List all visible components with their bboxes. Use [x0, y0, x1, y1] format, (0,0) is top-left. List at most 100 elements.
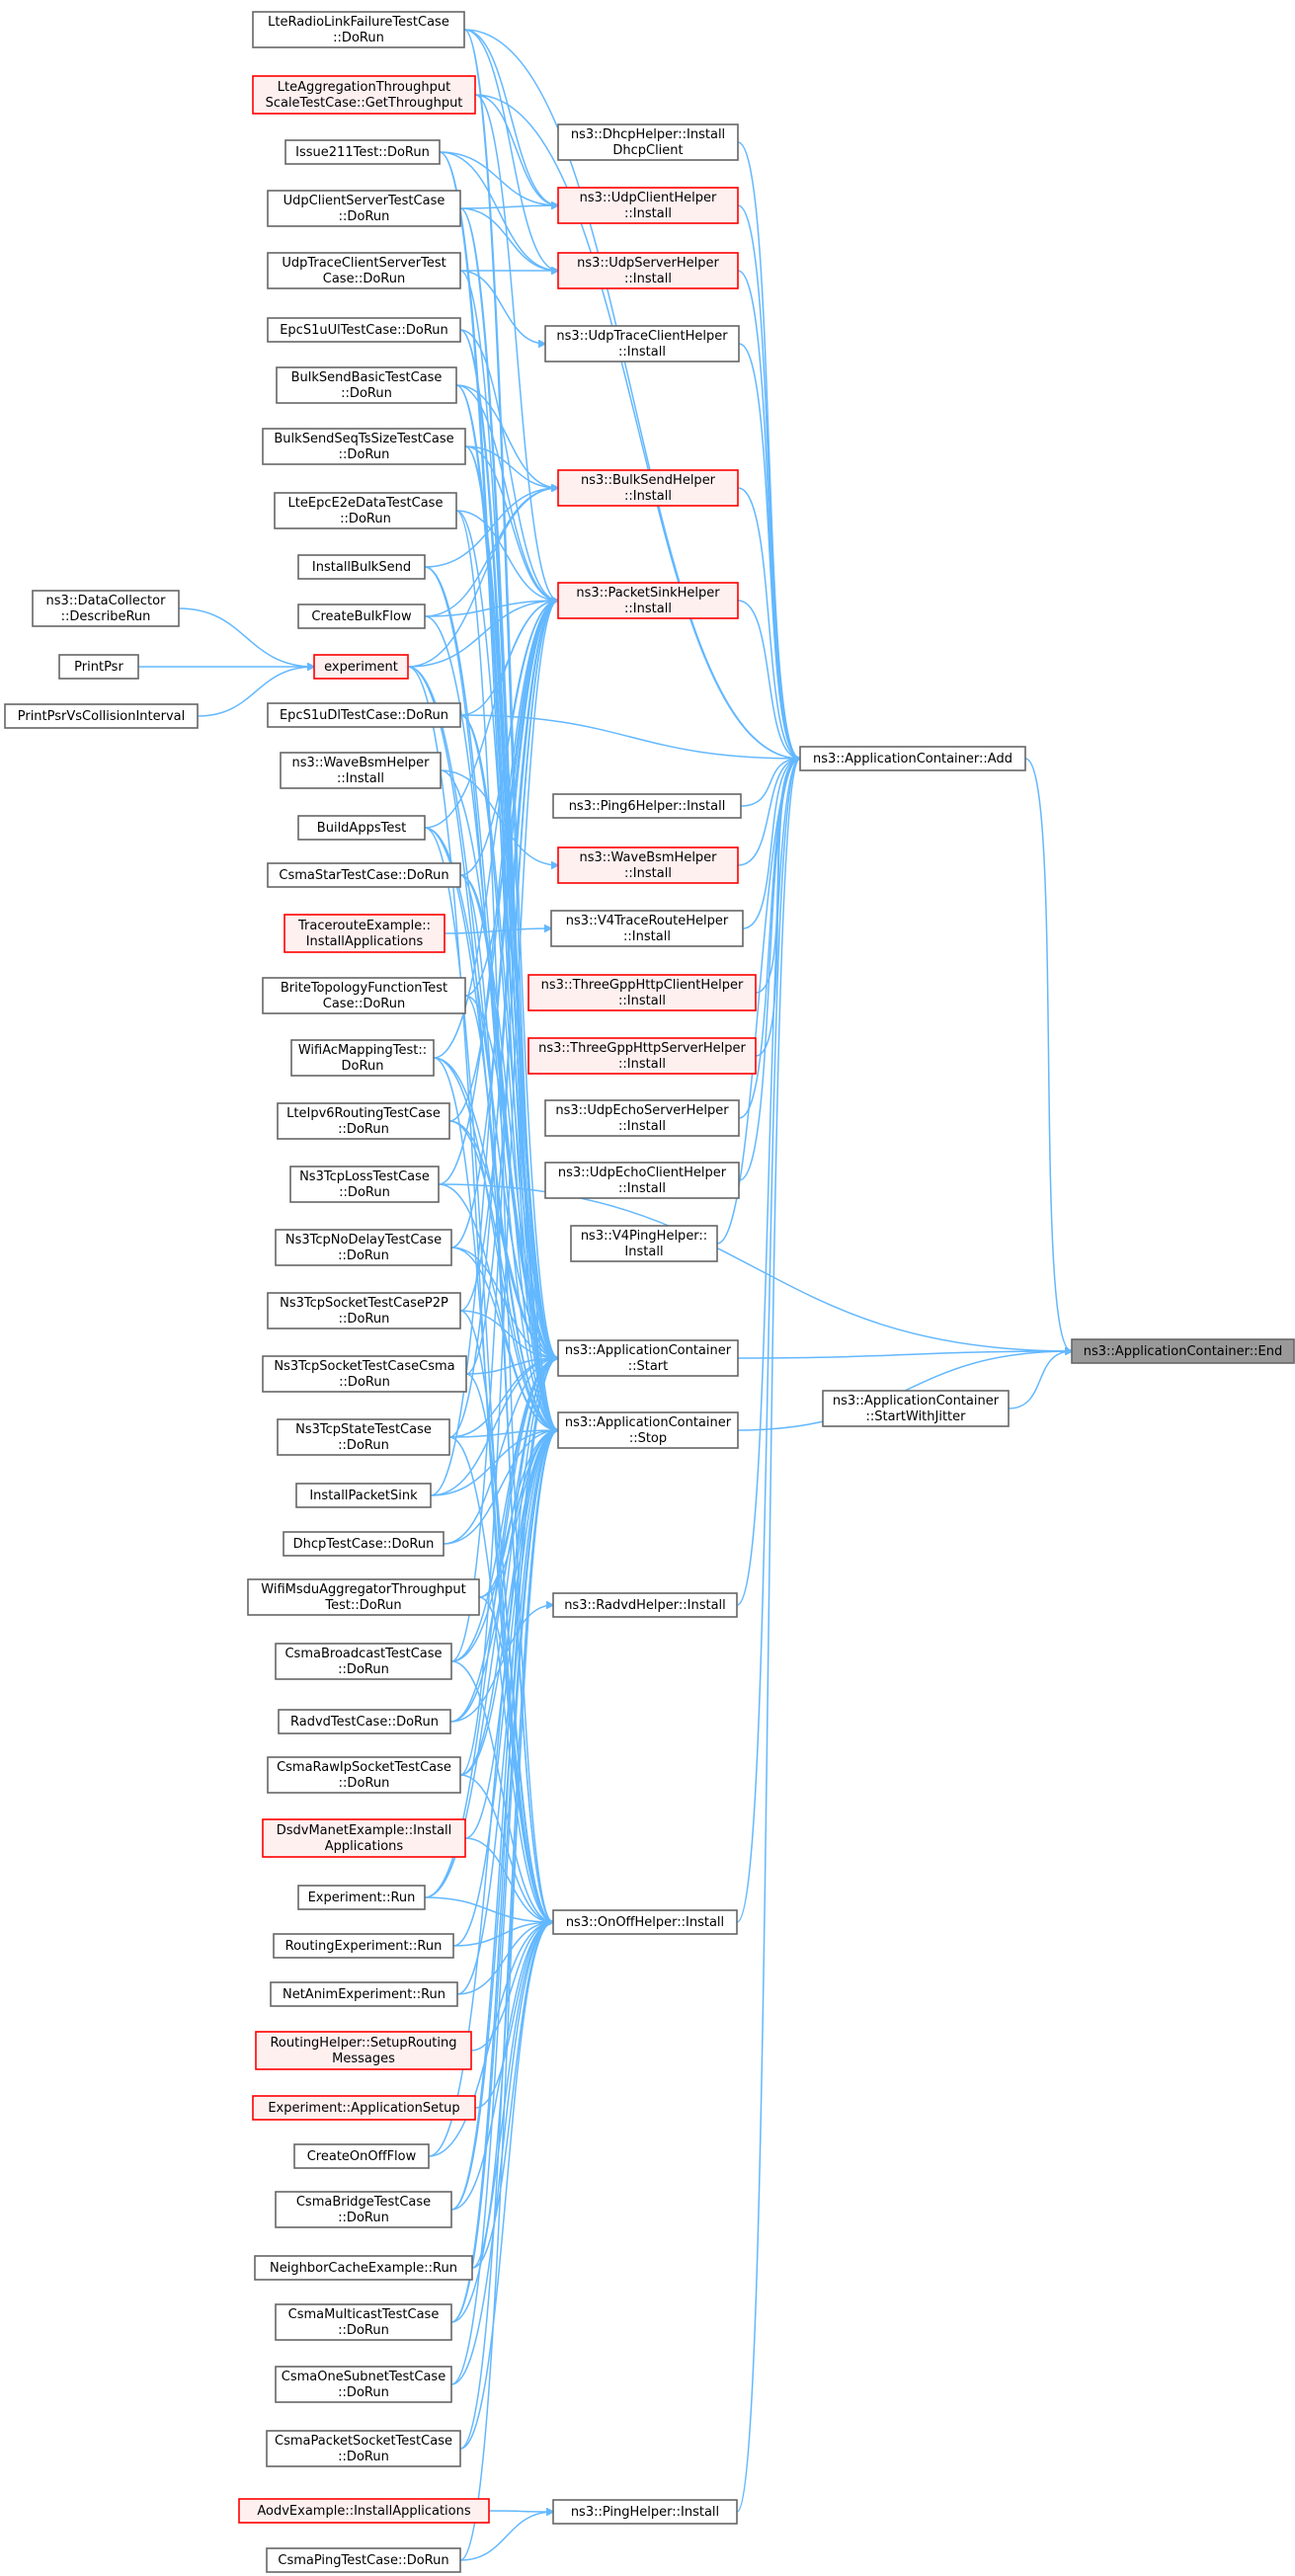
node-pinghelper[interactable]: ns3::PingHelper::Install — [552, 2499, 738, 2525]
node-ns3tcpsocketp2p[interactable]: Ns3TcpSocketTestCaseP2P::DoRun — [267, 1292, 461, 1329]
node-ns3tcploss[interactable]: Ns3TcpLossTestCase::DoRun — [289, 1166, 440, 1203]
edge-lteepce2e-to-packetsinkhelper — [455, 510, 558, 601]
node-threegppclient[interactable]: ns3::ThreeGppHttpClientHelper::Install — [527, 974, 757, 1011]
edge-experiment-to-packetsinkhelper — [407, 601, 558, 668]
node-radvdhelper[interactable]: ns3::RadvdHelper::Install — [552, 1592, 738, 1618]
node-bulksendseq[interactable]: BulkSendSeqTsSizeTestCase::DoRun — [262, 428, 466, 465]
node-lteaggregation[interactable]: LteAggregationThroughputScaleTestCase::G… — [252, 75, 476, 115]
node-box — [544, 1162, 740, 1199]
node-wavebsmleft[interactable]: ns3::WaveBsmHelper::Install — [280, 752, 442, 789]
node-label: WifiMsduAggregatorThroughput — [261, 1582, 465, 1597]
node-label: ns3::DhcpHelper::Install — [571, 127, 725, 142]
edge-lteepce2e-to-start — [455, 510, 558, 1358]
node-csmapingtest[interactable]: CsmaPingTestCase::DoRun — [266, 2547, 461, 2573]
node-wavebsmhelperns3[interactable]: ns3::WaveBsmHelper::Install — [557, 846, 739, 884]
node-buildappstest[interactable]: BuildAppsTest — [297, 815, 426, 841]
node-installbulksend[interactable]: InstallBulkSend — [297, 554, 426, 580]
node-box — [297, 1885, 426, 1910]
node-label: LteIpv6RoutingTestCase — [286, 1106, 441, 1121]
node-wifiacmapping[interactable]: WifiAcMappingTest::DoRun — [290, 1039, 435, 1077]
node-expappsetup[interactable]: Experiment::ApplicationSetup — [252, 2095, 476, 2121]
node-neighborcache[interactable]: NeighborCacheExample::Run — [254, 2255, 473, 2281]
edge-lteaggregation-to-packetsinkhelper — [474, 94, 558, 601]
node-dsdvmanet[interactable]: DsdvManetExample::InstallApplications — [262, 1818, 466, 1858]
node-experiment[interactable]: experiment — [313, 654, 409, 680]
node-v4traceroute[interactable]: ns3::V4TraceRouteHelper::Install — [550, 910, 744, 947]
node-csmabroadcast[interactable]: CsmaBroadcastTestCase::DoRun — [275, 1643, 452, 1680]
node-startjitter[interactable]: ns3::ApplicationContainer::StartWithJitt… — [822, 1390, 1010, 1427]
edge-britetopology-to-onoffhelper — [464, 995, 553, 1922]
node-packetsinkhelper[interactable]: ns3::PacketSinkHelper::Install — [557, 582, 739, 619]
node-radvdtest[interactable]: RadvdTestCase::DoRun — [278, 1709, 451, 1734]
node-end[interactable]: ns3::ApplicationContainer::End — [1071, 1338, 1295, 1364]
edge-udpclientserver-to-udpserverhelper — [459, 207, 558, 271]
node-csmamulticast[interactable]: CsmaMulticastTestCase::DoRun — [275, 2303, 452, 2341]
node-epcs1udl[interactable]: EpcS1uDlTestCase::DoRun — [267, 702, 461, 728]
node-label: BriteTopologyFunctionTest — [281, 981, 447, 996]
edge-csmastar-to-stop — [459, 874, 558, 1430]
node-label: ::Install — [624, 489, 672, 504]
node-ns3tcpsocketcsma[interactable]: Ns3TcpSocketTestCaseCsma::DoRun — [262, 1355, 467, 1393]
node-epcs1uul[interactable]: EpcS1uUlTestCase::DoRun — [267, 317, 461, 343]
node-udpclienthelper[interactable]: ns3::UdpClientHelper::Install — [557, 187, 739, 224]
node-box — [552, 793, 742, 819]
node-label: ns3::ApplicationContainer — [565, 1343, 732, 1358]
node-udpclientserver[interactable]: UdpClientServerTestCase::DoRun — [267, 190, 461, 227]
node-udpechoserver[interactable]: ns3::UdpEchoServerHelper::Install — [544, 1099, 740, 1137]
node-udpechoclient[interactable]: ns3::UdpEchoClientHelper::Install — [544, 1162, 740, 1199]
node-label: experiment — [324, 660, 398, 675]
node-label: RoutingHelper::SetupRouting — [270, 2036, 456, 2051]
node-start[interactable]: ns3::ApplicationContainer::Start — [557, 1339, 739, 1377]
node-createbulkflow[interactable]: CreateBulkFlow — [297, 604, 426, 629]
node-traceroute[interactable]: TracerouteExample::InstallApplications — [283, 914, 445, 953]
node-ping6helper[interactable]: ns3::Ping6Helper::Install — [552, 793, 742, 819]
node-installpacketsink[interactable]: InstallPacketSink — [295, 1483, 432, 1508]
node-box — [293, 2143, 430, 2169]
node-label: ::Install — [337, 771, 384, 786]
node-csmaonesubnet[interactable]: CsmaOneSubnetTestCase::DoRun — [275, 2366, 452, 2403]
edge-udpclienthelper-to-add — [737, 204, 800, 759]
node-printpsr[interactable]: PrintPsr — [58, 654, 139, 680]
node-lteipv6[interactable]: LteIpv6RoutingTestCase::DoRun — [277, 1102, 450, 1140]
edge-buildappstest-to-packetsinkhelper — [424, 601, 558, 829]
edge-lteipv6-to-stop — [448, 1120, 558, 1430]
node-issue211[interactable]: Issue211Test::DoRun — [284, 139, 441, 165]
edge-udpechoclient-to-add — [738, 759, 800, 1181]
node-label: Case::DoRun — [323, 272, 405, 286]
node-csmarawip[interactable]: CsmaRawIpSocketTestCase::DoRun — [267, 1756, 461, 1794]
node-dhcptest[interactable]: DhcpTestCase::DoRun — [283, 1531, 445, 1557]
node-datacollector[interactable]: ns3::DataCollector::DescribeRun — [32, 590, 180, 627]
node-routingexprun[interactable]: RoutingExperiment::Run — [273, 1933, 454, 1959]
edge-printpsrcoll-to-experiment — [197, 667, 314, 717]
node-aodvexample[interactable]: AodvExample::InstallApplications — [238, 2498, 490, 2524]
node-lteepce2e[interactable]: LteEpcE2eDataTestCase::DoRun — [274, 492, 457, 529]
node-label: ns3::ApplicationContainer — [833, 1394, 1000, 1409]
node-udpserverhelper[interactable]: ns3::UdpServerHelper::Install — [557, 252, 739, 289]
node-threegppserver[interactable]: ns3::ThreeGppHttpServerHelper::Install — [527, 1037, 757, 1075]
node-csmabridge[interactable]: CsmaBridgeTestCase::DoRun — [275, 2191, 452, 2228]
node-netanimrun[interactable]: NetAnimExperiment::Run — [270, 1981, 458, 2007]
node-add[interactable]: ns3::ApplicationContainer::Add — [799, 746, 1026, 771]
node-bulksendhelper[interactable]: ns3::BulkSendHelper::Install — [557, 469, 739, 507]
node-printpsrcoll[interactable]: PrintPsrVsCollisionInterval — [4, 703, 199, 729]
node-v4ping[interactable]: ns3::V4PingHelper::Install — [570, 1225, 718, 1262]
node-lteradiolink[interactable]: LteRadioLinkFailureTestCase::DoRun — [252, 11, 465, 48]
node-ns3tcpstate[interactable]: Ns3TcpStateTestCase::DoRun — [277, 1418, 450, 1456]
node-box — [275, 1643, 452, 1680]
node-createonoff[interactable]: CreateOnOffFlow — [293, 2143, 430, 2169]
node-label: CsmaPacketSocketTestCase — [275, 2434, 452, 2449]
node-ns3tcpnodelay[interactable]: Ns3TcpNoDelayTestCase::DoRun — [275, 1229, 452, 1266]
node-experimentrun[interactable]: Experiment::Run — [297, 1885, 426, 1910]
node-onoffhelper[interactable]: ns3::OnOffHelper::Install — [552, 1909, 738, 1935]
node-csmapacketsocket[interactable]: CsmaPacketSocketTestCase::DoRun — [266, 2430, 461, 2467]
node-stop[interactable]: ns3::ApplicationContainer::Stop — [557, 1411, 739, 1449]
node-label: AodvExample::InstallApplications — [257, 2504, 470, 2519]
node-csmastar[interactable]: CsmaStarTestCase::DoRun — [267, 862, 461, 888]
node-udptraceclienthelper[interactable]: ns3::UdpTraceClientHelper::Install — [544, 325, 740, 362]
node-bulksendbasic[interactable]: BulkSendBasicTestCase::DoRun — [276, 366, 457, 404]
